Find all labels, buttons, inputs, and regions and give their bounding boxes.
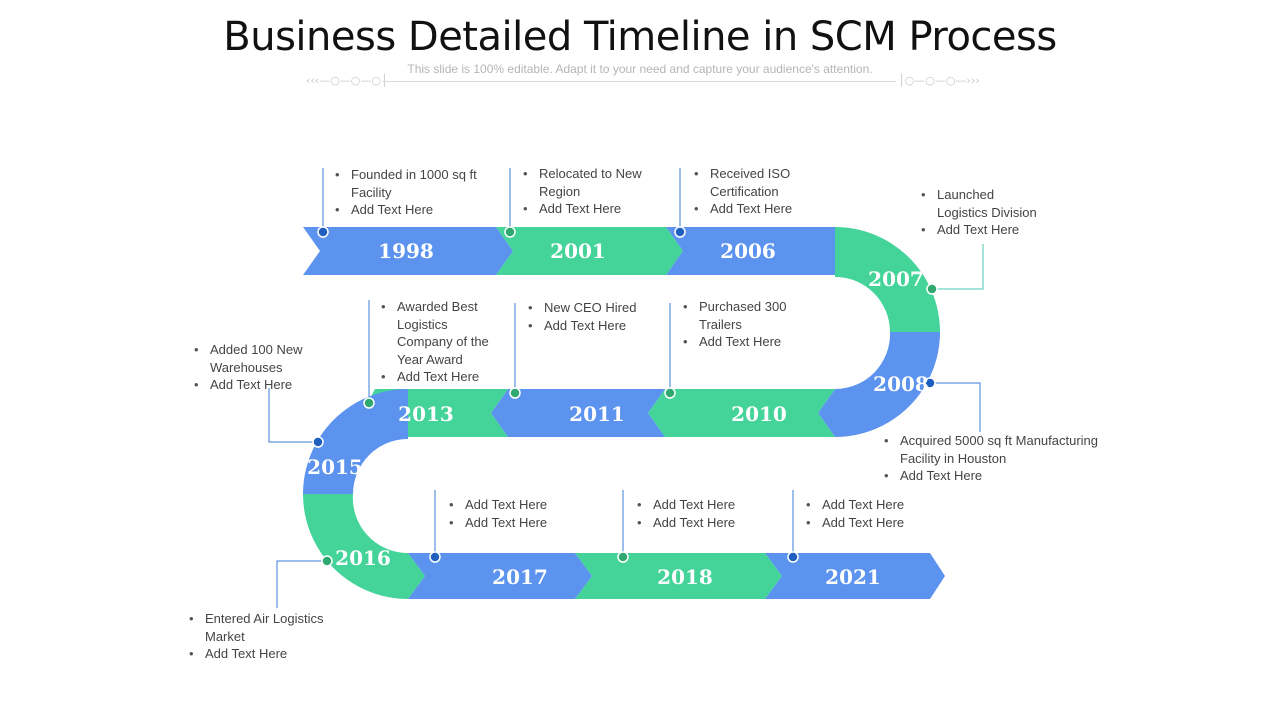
slide-title: Business Detailed Timeline in SCM Proces… [223, 14, 1057, 60]
marker-2017 [429, 551, 441, 563]
note-2017-line-2: Add Text Here [445, 514, 575, 532]
note-2017-line-1: Add Text Here [445, 496, 575, 514]
note-1998-line-1: Founded in 1000 sq ft Facility [331, 166, 491, 201]
connector-lines [268, 168, 984, 608]
marker-2006 [674, 226, 686, 238]
year-label-2018: 2018 [657, 565, 713, 589]
year-label-2008: 2008 [873, 372, 929, 396]
note-2011: New CEO Hired Add Text Here [524, 299, 654, 334]
slide-subtitle: This slide is 100% editable. Adapt it to… [407, 62, 873, 76]
year-label-2011: 2011 [569, 402, 625, 426]
note-1998: Founded in 1000 sq ft Facility Add Text … [331, 166, 491, 219]
marker-2016 [321, 555, 333, 567]
band-2017 [408, 553, 592, 599]
connector-2016 [276, 560, 327, 608]
band-1998 [303, 227, 513, 275]
year-label-2021: 2021 [825, 565, 881, 589]
year-label-2006: 2006 [720, 239, 776, 263]
note-2001-line-1: Relocated to New Region [519, 165, 659, 200]
marker-2001 [504, 226, 516, 238]
note-2016-line-1: Entered Air Logistics Market [185, 610, 335, 645]
note-2006: Received ISO Certification Add Text Here [690, 165, 810, 218]
note-2017: Add Text Here Add Text Here [445, 496, 575, 531]
note-2008: Acquired 5000 sq ft Manufacturing Facili… [880, 432, 1120, 485]
marker-2015 [312, 436, 324, 448]
connector-2015 [268, 388, 318, 443]
note-2013-line-2: Add Text Here [377, 368, 502, 386]
year-label-2016: 2016 [335, 546, 391, 570]
note-2010: Purchased 300 Trailers Add Text Here [679, 298, 799, 351]
year-label-2017: 2017 [492, 565, 548, 589]
note-2013: Awarded Best Logistics Company of the Ye… [377, 298, 502, 386]
band-2006 [666, 227, 852, 275]
note-2007: Launched Logistics Division Add Text Her… [917, 186, 1047, 239]
note-2010-line-1: Purchased 300 Trailers [679, 298, 799, 333]
band-2015 [303, 389, 408, 494]
note-2007-line-1: Launched Logistics Division [917, 186, 1047, 221]
note-2001-line-2: Add Text Here [519, 200, 659, 218]
note-2010-line-2: Add Text Here [679, 333, 799, 351]
band-2001 [496, 227, 683, 275]
band-2016 [303, 494, 425, 599]
marker-1998 [317, 226, 329, 238]
marker-2007 [926, 283, 938, 295]
timeline-markers [312, 226, 938, 567]
note-2015-line-2: Add Text Here [190, 376, 315, 394]
band-2018 [575, 553, 782, 599]
band-2008 [818, 332, 940, 437]
note-2006-line-2: Add Text Here [690, 200, 810, 218]
year-label-1998: 1998 [378, 239, 434, 263]
note-2016: Entered Air Logistics Market Add Text He… [185, 610, 335, 663]
note-2001: Relocated to New Region Add Text Here [519, 165, 659, 218]
year-label-2010: 2010 [731, 402, 787, 426]
note-2011-line-1: New CEO Hired [524, 299, 654, 317]
year-label-2015: 2015 [307, 455, 363, 479]
note-2008-line-1: Acquired 5000 sq ft Manufacturing Facili… [880, 432, 1120, 467]
note-2016-line-2: Add Text Here [185, 645, 335, 663]
title-divider [382, 81, 896, 82]
note-2015-line-1: Added 100 New Warehouses [190, 341, 315, 376]
note-2018-line-2: Add Text Here [633, 514, 763, 532]
divider-ornament-left: ‹‹‹—○—○—○│ [306, 74, 388, 87]
divider-ornament-right: │○—○—○—››› [898, 74, 980, 87]
note-2021-line-1: Add Text Here [802, 496, 932, 514]
marker-2010 [664, 387, 676, 399]
note-2008-line-2: Add Text Here [880, 467, 1120, 485]
band-2021 [765, 553, 945, 599]
note-2011-line-2: Add Text Here [524, 317, 654, 335]
note-2006-line-1: Received ISO Certification [690, 165, 810, 200]
marker-2018 [617, 551, 629, 563]
note-2015: Added 100 New Warehouses Add Text Here [190, 341, 315, 394]
band-2010 [648, 389, 835, 437]
connector-2007 [932, 244, 984, 290]
note-1998-line-2: Add Text Here [331, 201, 491, 219]
year-label-2013: 2013 [398, 402, 454, 426]
connector-2008 [930, 382, 981, 432]
note-2007-line-2: Add Text Here [917, 221, 1047, 239]
marker-2011 [509, 387, 521, 399]
marker-2008 [924, 377, 936, 389]
note-2013-line-1: Awarded Best Logistics Company of the Ye… [377, 298, 502, 368]
year-label-2007: 2007 [868, 267, 924, 291]
band-2011 [491, 389, 665, 437]
marker-2013 [363, 397, 375, 409]
note-2018: Add Text Here Add Text Here [633, 496, 763, 531]
note-2018-line-1: Add Text Here [633, 496, 763, 514]
note-2021: Add Text Here Add Text Here [802, 496, 932, 531]
timeline-bands [303, 227, 945, 599]
year-label-2001: 2001 [550, 239, 606, 263]
band-2007 [835, 227, 940, 332]
note-2021-line-2: Add Text Here [802, 514, 932, 532]
marker-2021 [787, 551, 799, 563]
